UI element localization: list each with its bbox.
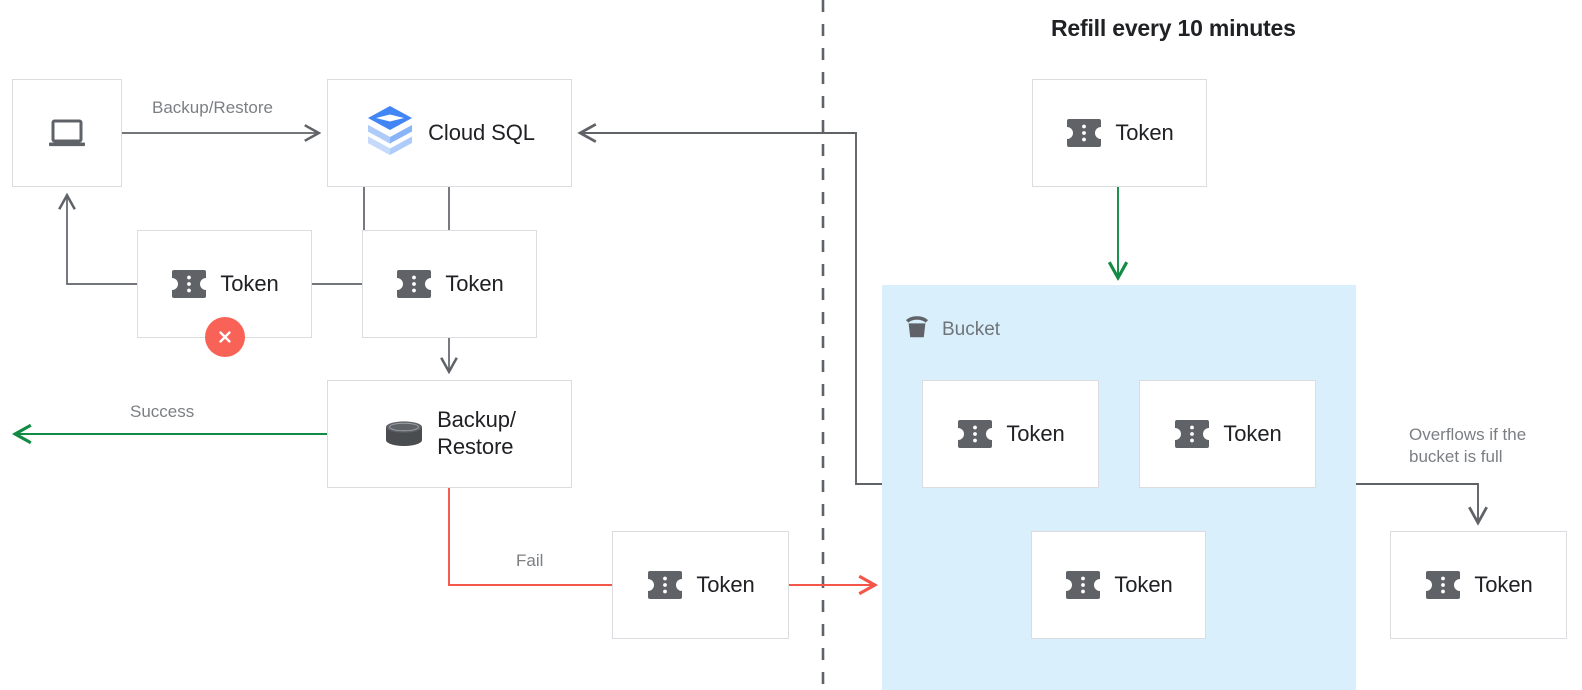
node-content: Token [170,268,279,300]
node-label: Cloud SQL [428,119,535,145]
edge-cloudsql-to-failed-token [312,187,365,285]
node-label: Backup/ Restore [437,407,516,459]
token-icon [958,420,993,448]
success-label: Success [130,402,195,421]
token-icon [1067,119,1102,147]
node-token-fail[interactable]: Token [612,531,789,639]
node-content [47,116,87,150]
node-label: Token [1223,420,1282,446]
page-title: Refill every 10 minutes [1051,15,1296,41]
node-content: Token [1065,117,1174,149]
node-label: Token [220,270,279,296]
node-content: Token [1064,569,1173,601]
failed-token-badge [205,317,245,357]
token-icon [1175,420,1210,448]
cloud-sql-icon [368,106,413,155]
token-icon [172,270,207,298]
node-content: Backup/ Restore [383,407,516,461]
node-cloudsql[interactable]: Cloud SQL [327,79,572,187]
token-icon [1426,571,1461,599]
database-icon [386,421,423,446]
node-token-bucket-3[interactable]: Token [1031,531,1206,639]
node-token-bucket-1[interactable]: Token [922,380,1099,488]
fail-label: Fail [516,551,544,570]
node-content: Token [1424,569,1533,601]
node-client[interactable] [12,79,122,187]
node-content: Token [395,268,504,300]
edge-bucket-overflow [1356,483,1478,522]
close-icon [219,331,231,343]
node-label: Token [1114,571,1173,597]
node-label: Token [1006,420,1065,446]
node-label: Token [445,270,504,296]
node-token-overflow[interactable]: Token [1390,531,1567,639]
token-icon [397,270,432,298]
edge-failed-token-to-client [67,196,137,285]
overflow-label: Overflows if the bucket is full [1409,425,1527,466]
token-icon [1066,571,1101,599]
node-content: Token [1173,418,1282,450]
backup-restore-label: Backup/Restore [152,98,273,117]
node-token-refill[interactable]: Token [1032,79,1207,187]
bucket-label: Bucket [942,318,1001,340]
bucket-icon [902,312,932,347]
edge-bucket-to-cloudsql [581,133,882,485]
node-label: Token [1115,119,1174,145]
node-token-consumed[interactable]: Token [362,230,537,338]
laptop-icon [49,119,85,147]
node-content: Token [646,569,755,601]
node-content: Cloud SQL [364,104,535,162]
bucket-header: Bucket [902,312,1000,347]
token-icon [648,571,683,599]
node-token-bucket-2[interactable]: Token [1139,380,1316,488]
node-content: Token [956,418,1065,450]
node-label: Token [696,571,755,597]
node-backup-restore[interactable]: Backup/ Restore [327,380,572,488]
node-label: Token [1474,571,1533,597]
